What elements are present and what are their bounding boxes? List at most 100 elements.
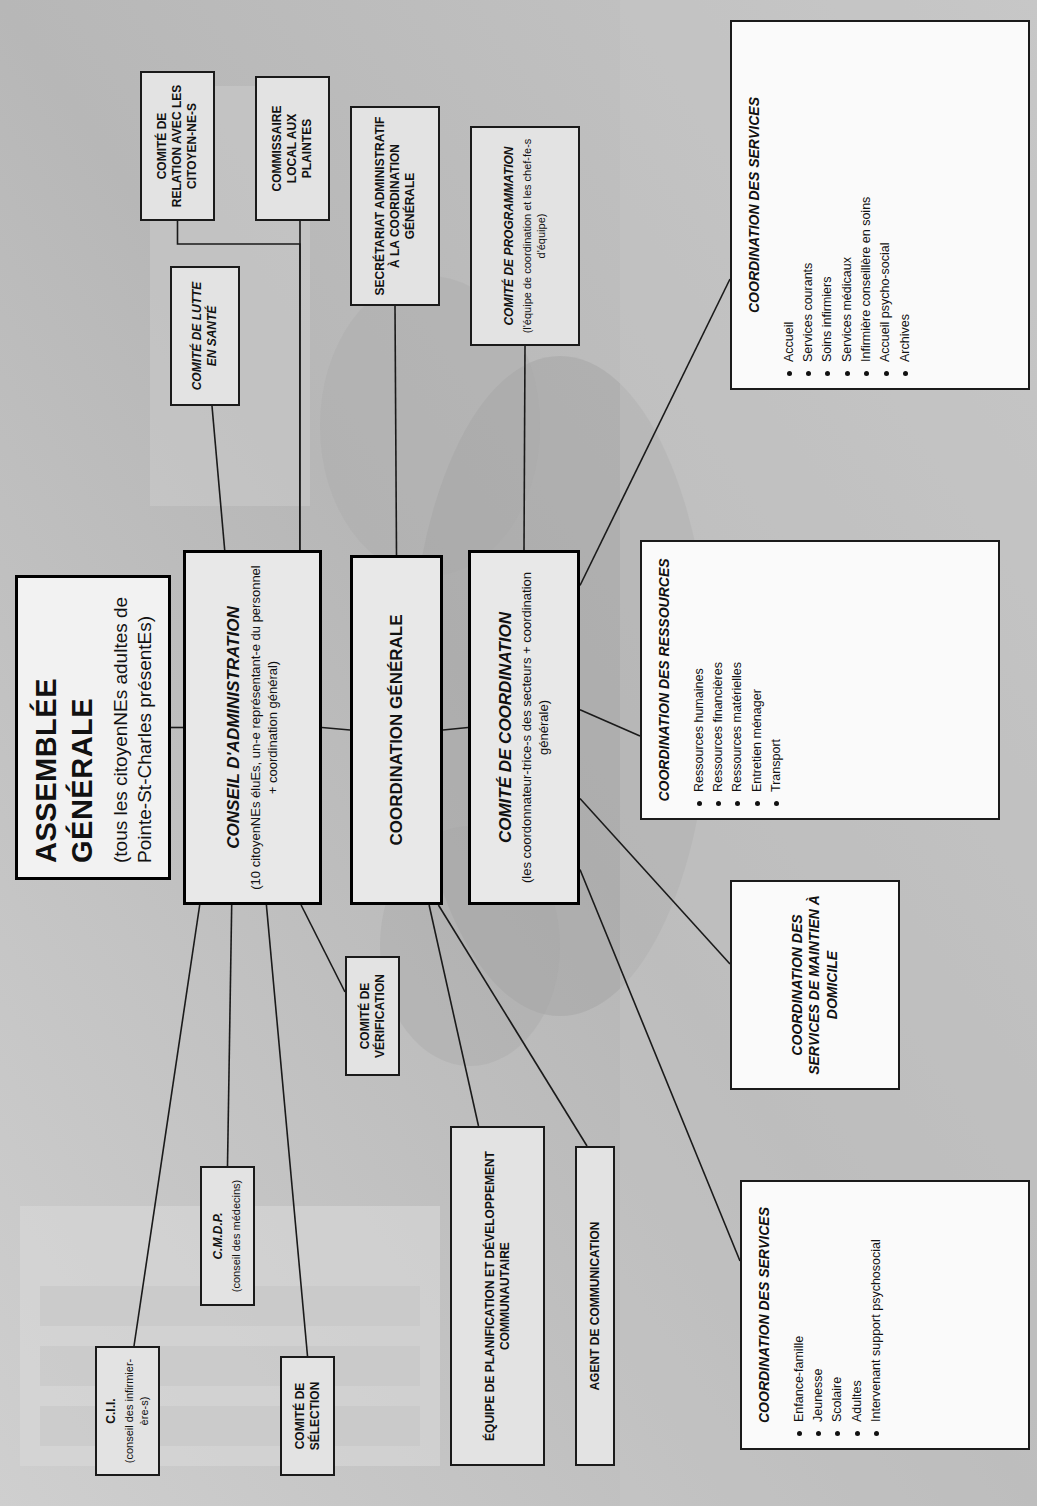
bullet-dot [797, 1431, 802, 1436]
box-heading: SECRÉTARIAT ADMINISTRATIF À LA COORDINAT… [373, 116, 418, 296]
bullet-dot [835, 1431, 840, 1436]
bullet-list: AccueilServices courantsSoins infirmiers… [780, 197, 916, 376]
box-subtext: (10 citoyenNEs éluEs, un-e représentant-… [248, 561, 282, 894]
bullet-dot [787, 371, 792, 376]
org-box: COMITÉ DE PROGRAMMATION(l'équipe de coor… [470, 126, 580, 346]
connector-line [322, 728, 350, 731]
box-heading: COORDINATION DES SERVICES [746, 97, 764, 313]
list-row: Jeunesse [809, 1239, 828, 1436]
box-subtext: (conseil des infirmier-ère-s) [122, 1356, 151, 1466]
org-box: COMITÉ DE COORDINATION(les coordonnateur… [468, 550, 580, 905]
list-item: Ressources humaines [690, 668, 709, 792]
org-box: COMITÉ DE VÉRIFICATION [345, 956, 400, 1076]
org-box: C.I.I.(conseil des infirmier-ère-s) [95, 1346, 160, 1476]
bullet-dot [816, 1431, 821, 1436]
box-subtext: (l'équipe de coordination et les chef-fe… [520, 136, 549, 336]
box-heading: COMITÉ DE SÉLECTION [293, 1366, 323, 1466]
box-heading: C.M.D.P. [211, 1212, 226, 1259]
bullet-dot [874, 1431, 879, 1436]
org-box: SECRÉTARIAT ADMINISTRATIF À LA COORDINAT… [350, 106, 440, 306]
box-heading: COMITÉ DE LUTTE EN SANTÉ [190, 276, 220, 396]
org-box: ÉQUIPE DE PLANIFICATION ET DÉVELOPPEMENT… [450, 1126, 545, 1466]
org-box: AGENT DE COMMUNICATION [575, 1146, 615, 1466]
list-item: Scolaire [828, 1377, 847, 1422]
list-row: Ressources humaines [690, 662, 709, 806]
list-row: Enfance-famille [790, 1239, 809, 1436]
list-box: COORDINATION DES SERVICES Enfance-famille… [740, 1180, 1030, 1450]
list-item: Services courants [799, 263, 818, 362]
connector-line [580, 799, 730, 965]
list-row: Adultes [848, 1239, 867, 1436]
bullet-dot [884, 371, 889, 376]
list-box: COORDINATION DES RESSOURCES Ressources hu… [640, 540, 1000, 820]
bullet-dot [735, 801, 740, 806]
box-heading: COORDINATION GÉNÉRALE [386, 614, 407, 845]
list-item: Infirmière conseillère en soins [857, 197, 876, 362]
list-row: Intervenant support psychosocial [867, 1239, 886, 1436]
box-subtext: (tous les citoyenNEs adultes de Pointe-S… [109, 592, 158, 863]
connector-line [395, 306, 397, 555]
box-heading: C.I.I. [104, 1398, 119, 1423]
box-heading: ÉQUIPE DE PLANIFICATION ET DÉVELOPPEMENT… [483, 1136, 513, 1456]
box-heading: COMMISSAIRE LOCAL AUX PLAINTES [270, 86, 315, 211]
org-box: ASSEMBLÉE GÉNÉRALE(tous les citoyenNEs a… [15, 575, 171, 880]
box-heading: ASSEMBLÉE GÉNÉRALE [28, 592, 101, 863]
list-row: Services courants [799, 197, 818, 376]
box-heading: COORDINATION DES SERVICES DE MAINTIEN À … [789, 894, 842, 1076]
list-row: Accueil psycho-social [876, 197, 895, 376]
list-item: Soins infirmiers [818, 277, 837, 362]
bullet-dot [716, 801, 721, 806]
connector-line [429, 905, 478, 1126]
bullet-dot [825, 371, 830, 376]
box-heading: COMITÉ DE COORDINATION [495, 612, 516, 843]
bullet-dot [855, 1431, 860, 1436]
connector-line [228, 905, 232, 1166]
list-item: Adultes [848, 1380, 867, 1422]
list-box: COORDINATION DES SERVICESAccueilServices… [730, 20, 1030, 390]
org-box: COORDINATION GÉNÉRALE [350, 555, 443, 905]
box-heading: CONSEIL D'ADMINISTRATION [223, 606, 244, 848]
connector-line [438, 905, 587, 1146]
box-heading: COMITÉ DE RELATION AVEC LES CITOYEN-NE-S [155, 81, 200, 211]
box-heading: COMITÉ DE PROGRAMMATION [502, 146, 517, 325]
box-heading: AGENT DE COMMUNICATION [588, 1221, 603, 1390]
box-heading: COORDINATION DES SERVICES [756, 1207, 774, 1423]
list-row: Transport [767, 662, 786, 806]
list-item: Enfance-famille [790, 1336, 809, 1422]
list-row: Scolaire [828, 1239, 847, 1436]
list-row: Ressources financières [709, 662, 728, 806]
connector-line [171, 727, 183, 729]
list-row: Accueil [780, 197, 799, 376]
list-item: Services médicaux [838, 257, 857, 362]
org-box: COMITÉ DE SÉLECTION [280, 1356, 335, 1476]
box-heading: COORDINATION DES RESSOURCES [656, 558, 674, 801]
bullet-dot [697, 801, 702, 806]
list-item: Entretien ménager [748, 689, 767, 792]
list-row: Infirmière conseillère en soins [857, 197, 876, 376]
bullet-dot [864, 371, 869, 376]
list-row: Soins infirmiers [818, 197, 837, 376]
org-box: COORDINATION DES SERVICES DE MAINTIEN À … [730, 880, 900, 1090]
list-item: Jeunesse [809, 1368, 828, 1422]
list-item: Ressources financières [709, 662, 728, 792]
bullet-dot [774, 801, 779, 806]
box-heading: COMITÉ DE VÉRIFICATION [358, 966, 388, 1066]
connector-line [443, 728, 468, 731]
org-box: CONSEIL D'ADMINISTRATION(10 citoyenNEs é… [183, 550, 322, 905]
bullet-list: Enfance-familleJeunesseScolaireAdultesIn… [790, 1239, 887, 1436]
list-item: Accueil psycho-social [876, 243, 895, 363]
connector-line [524, 346, 525, 550]
connector-line [134, 905, 200, 1346]
list-item: Accueil [780, 322, 799, 362]
org-box: COMMISSAIRE LOCAL AUX PLAINTES [255, 76, 330, 221]
list-item: Ressources matérielles [728, 662, 747, 792]
connector-line [299, 221, 301, 550]
box-subtext: (conseil des médecins) [229, 1180, 243, 1293]
org-box: C.M.D.P.(conseil des médecins) [200, 1166, 255, 1306]
connector-line [580, 710, 640, 736]
bullet-list: Ressources humainesRessources financière… [690, 662, 787, 806]
list-row: Services médicaux [838, 197, 857, 376]
connector-line [266, 905, 307, 1356]
bullet-dot [806, 371, 811, 376]
